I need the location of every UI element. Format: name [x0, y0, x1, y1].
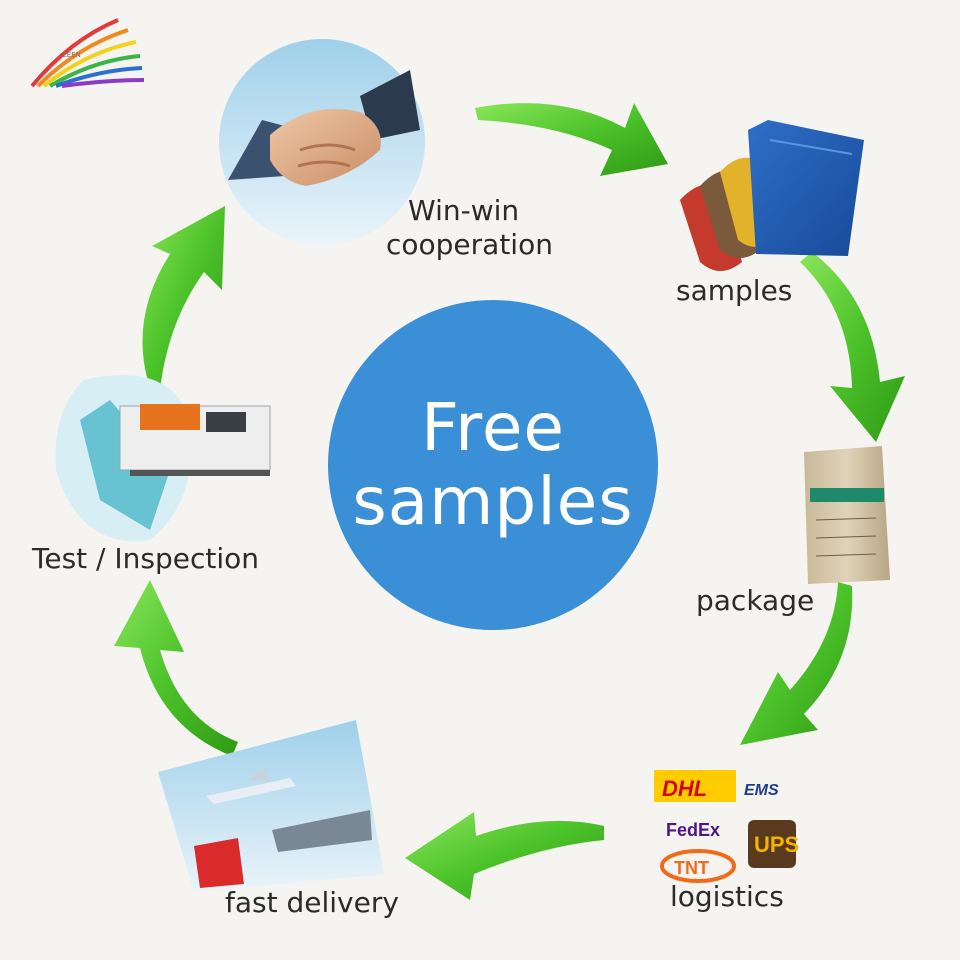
- carrier-ems: EMS: [744, 782, 779, 799]
- logo-text: ZEEN: [62, 51, 81, 59]
- center-circle: Free samples: [328, 300, 658, 630]
- carrier-ups: UPS: [754, 832, 799, 857]
- carrier-tnt: TNT: [674, 858, 709, 878]
- step-inspection-label: Test / Inspection: [32, 542, 259, 575]
- step-samples-label: samples: [676, 274, 793, 307]
- step-cooperation-line1: Win-win: [408, 194, 520, 227]
- carrier-fedex: FedEx: [666, 820, 720, 840]
- carrier-dhl: DHL: [662, 776, 707, 801]
- bag-icon: [804, 446, 890, 584]
- transport-icon: [158, 720, 384, 892]
- step-logistics-label: logistics: [670, 880, 784, 913]
- courier-logos-icon: DHL EMS FedEx UPS TNT: [654, 770, 799, 883]
- arrow-inspection-to-cooperation: [142, 206, 225, 390]
- arrow-logistics-to-delivery: [405, 812, 604, 900]
- handshake-icon: [219, 39, 425, 245]
- step-delivery-label: fast delivery: [225, 886, 399, 919]
- arrow-samples-to-package: [800, 252, 905, 442]
- center-title-line2: samples: [352, 463, 634, 540]
- arrow-cooperation-to-samples: [475, 103, 668, 176]
- machine-icon: [55, 375, 271, 542]
- pellets-icon: [680, 120, 864, 271]
- arrow-package-to-logistics: [740, 582, 853, 745]
- arrow-delivery-to-inspection: [114, 580, 238, 756]
- center-title-line1: Free: [420, 389, 566, 467]
- step-cooperation-label: Win-win: [408, 194, 519, 228]
- step-cooperation-line2: cooperation: [386, 228, 553, 261]
- step-package-label: package: [696, 584, 815, 617]
- logo-mark: [30, 18, 145, 88]
- step-cooperation-label-2: cooperation: [386, 228, 553, 262]
